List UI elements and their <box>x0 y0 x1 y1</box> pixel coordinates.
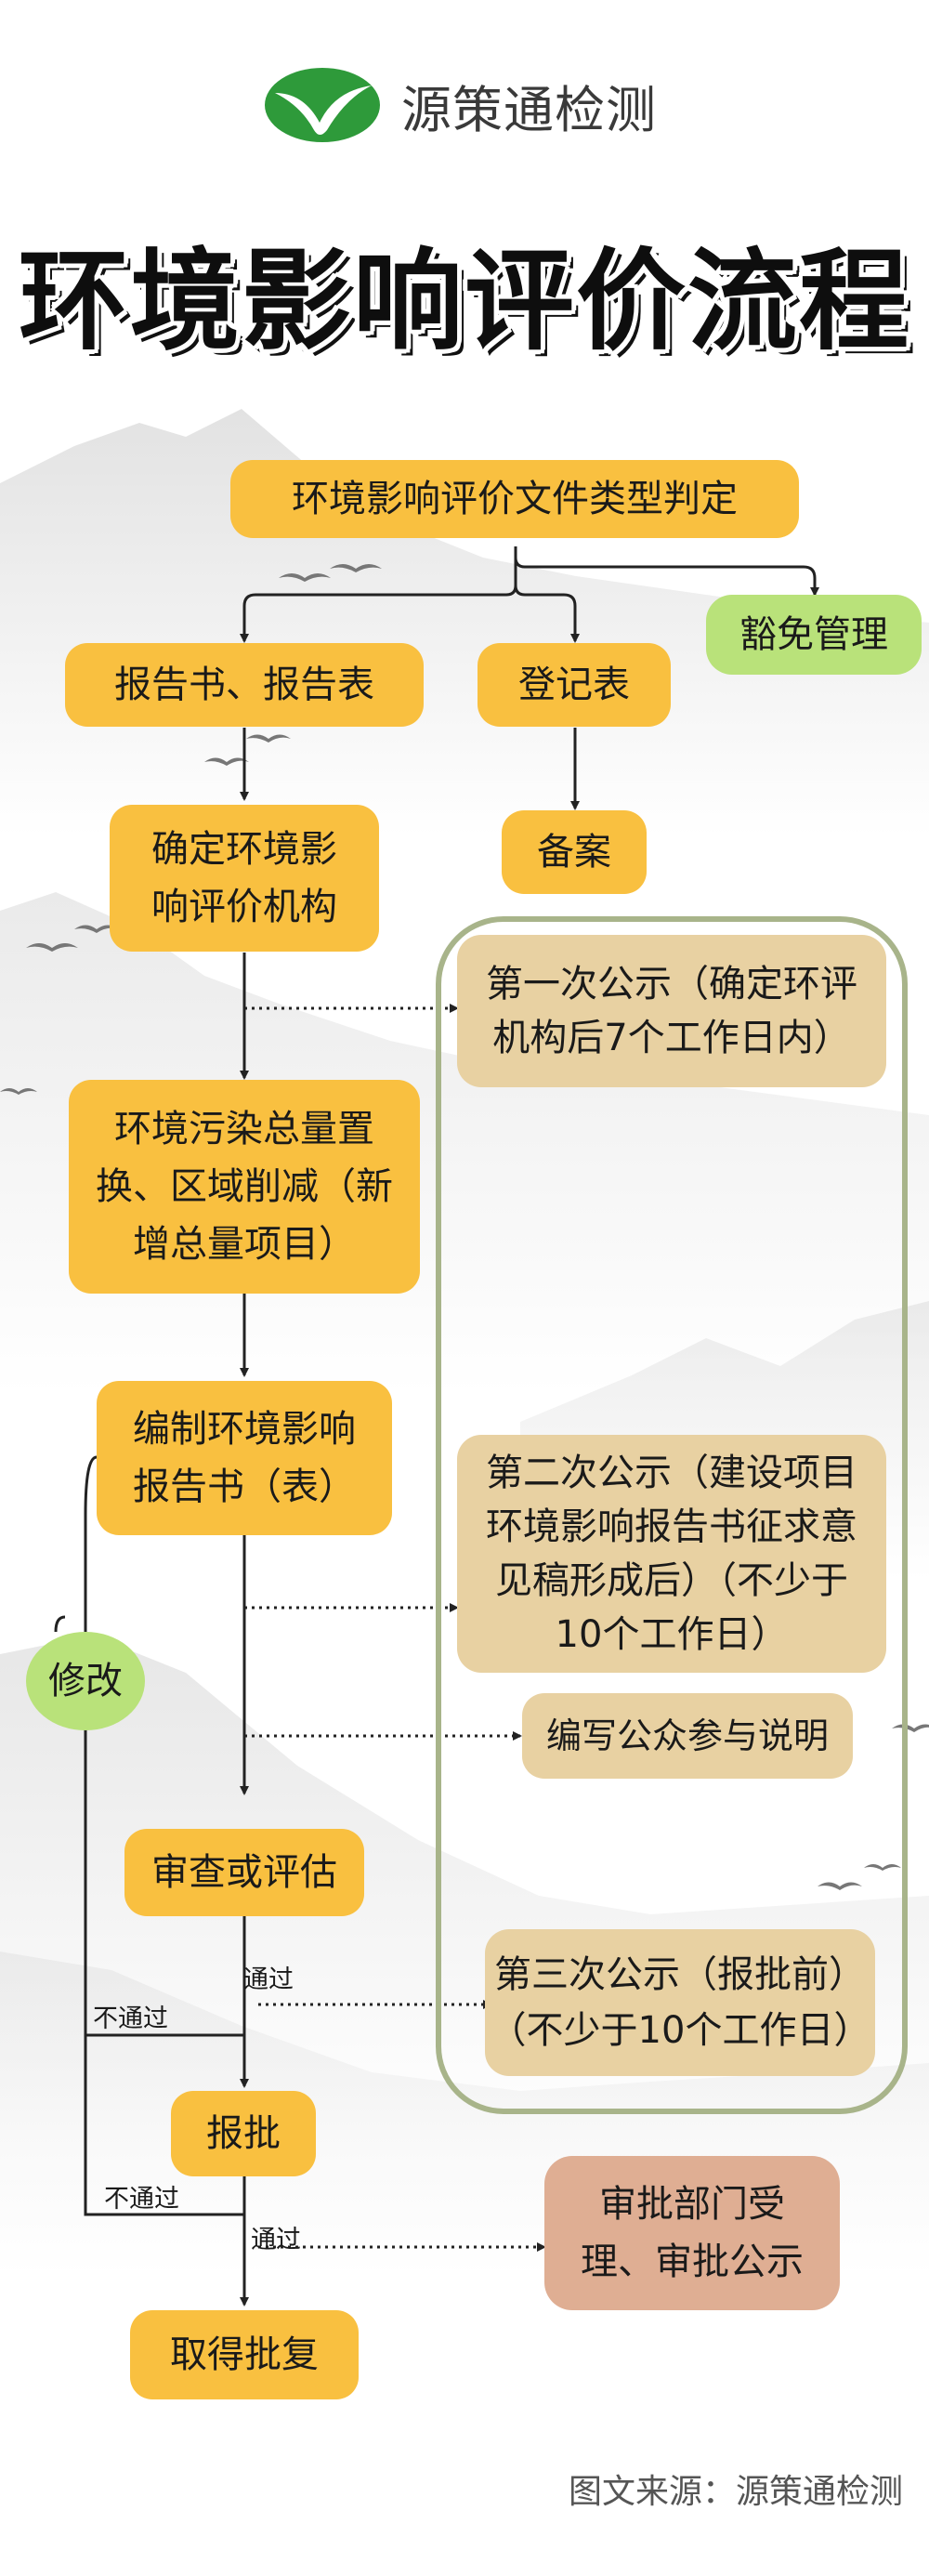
brand-logo: 源策通检测 <box>262 65 657 145</box>
source-credit: 图文来源：源策通检测 <box>568 2473 903 2511</box>
label-pass-submit: 通过 <box>251 2226 301 2254</box>
node-approval-obtained: 取得批复 <box>130 2310 359 2399</box>
label-fail-review: 不通过 <box>93 2004 168 2033</box>
node-pollution-reduction: 环境污染总量置 换、区域削减（新 增总量项目） <box>69 1080 420 1294</box>
label-fail-submit: 不通过 <box>104 2185 179 2214</box>
line: 换、区域削减（新 <box>96 1165 393 1208</box>
line: 见稿形成后）（不少于 <box>495 1559 848 1602</box>
line: 理、审批公示 <box>581 2241 804 2283</box>
node-submit: 报批 <box>171 2091 316 2176</box>
node-compile-report: 编制环境影响 报告书（表） <box>97 1381 392 1535</box>
label-pass-review: 通过 <box>243 1965 294 1994</box>
node-report: 报告书、报告表 <box>65 643 424 727</box>
line: 编制环境影响 <box>133 1408 356 1451</box>
node-register-form: 登记表 <box>478 643 671 727</box>
node-review: 审查或评估 <box>124 1829 364 1916</box>
page-title: 环境影响评价流程 <box>18 237 910 365</box>
line: 确定环境影 <box>151 828 337 871</box>
line: 10个工作日） <box>555 1613 789 1656</box>
node-first-publicity: 第一次公示（确定环评 机构后7个工作日内） <box>457 935 886 1087</box>
leaf-bird-logo-icon <box>265 68 380 142</box>
node-second-publicity: 第二次公示（建设项目 环境影响报告书征求意 见稿形成后）（不少于 10个工作日） <box>457 1435 886 1673</box>
node-filing: 备案 <box>502 810 647 894</box>
line: 第一次公示（确定环评 <box>486 963 857 1005</box>
line: 审批部门受 <box>599 2183 785 2226</box>
node-select-agency: 确定环境影 响评价机构 <box>110 805 379 952</box>
line: （不少于10个工作日） <box>489 2009 871 2052</box>
line: 环境影响报告书征求意 <box>486 1505 857 1548</box>
node-department-approval: 审批部门受 理、审批公示 <box>544 2156 840 2310</box>
line: 机构后7个工作日内） <box>492 1017 851 1059</box>
brand-name: 源策通检测 <box>401 80 657 139</box>
node-modify: 修改 <box>26 1632 145 1730</box>
node-third-publicity: 第三次公示（报批前） （不少于10个工作日） <box>485 1929 875 2076</box>
line: 报告书（表） <box>133 1465 356 1508</box>
line: 第三次公示（报批前） <box>494 1953 866 1996</box>
line: 增总量项目） <box>133 1223 356 1266</box>
line: 第二次公示（建设项目 <box>486 1452 857 1494</box>
node-type-judgement: 环境影响评价文件类型判定 <box>230 460 799 538</box>
node-public-participation: 编写公众参与说明 <box>522 1693 853 1779</box>
line: 环境污染总量置 <box>114 1108 374 1150</box>
line: 响评价机构 <box>151 886 337 928</box>
node-exempt: 豁免管理 <box>706 595 922 675</box>
